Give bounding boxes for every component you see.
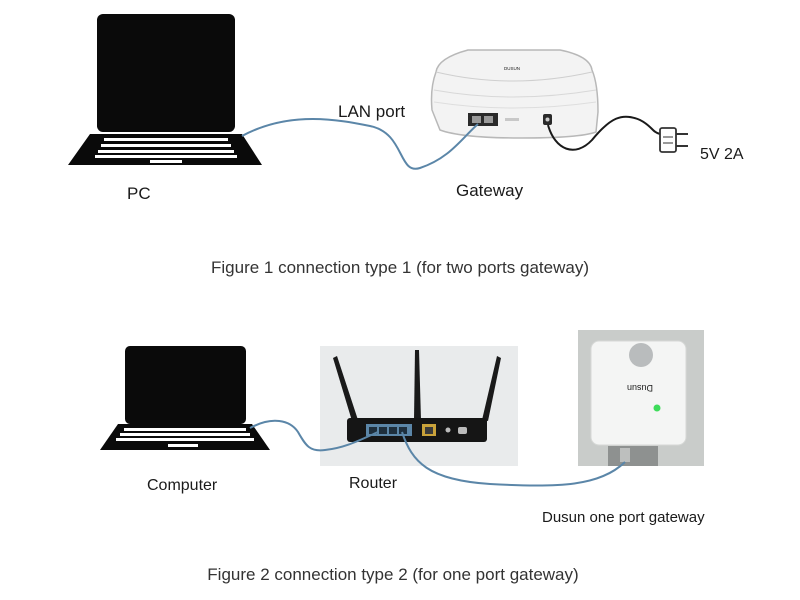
router-gateway-cable	[401, 431, 626, 487]
figure-2-caption: Figure 2 connection type 2 (for one port…	[207, 565, 578, 584]
router-antenna-right	[482, 356, 501, 421]
router-antenna-left	[333, 356, 358, 421]
power-cable	[547, 115, 661, 151]
computer-laptop-icon	[100, 346, 270, 450]
lan-cable	[241, 118, 479, 170]
power-adapter-icon	[659, 127, 688, 153]
pc-label: PC	[127, 184, 151, 203]
one-port-gateway-label: Dusun one port gateway	[542, 509, 705, 526]
router-antenna-middle	[414, 350, 421, 420]
gateway-brand-text: DUSUN	[504, 66, 520, 71]
figure-1-caption: Figure 1 connection type 1 (for two port…	[211, 258, 589, 277]
computer-router-cable	[249, 419, 379, 452]
gateway-brand-text-2: Dusun	[627, 383, 653, 393]
figure-2: Dusun Computer Router Dusun one port gat…	[100, 330, 705, 584]
gateway-device-icon: DUSUN	[430, 49, 599, 139]
gateway-button-icon	[629, 343, 653, 367]
router-label: Router	[349, 475, 398, 492]
pc-keyboard-icon	[95, 138, 237, 163]
router-device-icon	[320, 346, 518, 466]
gateway-status-led	[653, 404, 661, 412]
gateway-label: Gateway	[456, 181, 524, 200]
one-port-gateway-icon: Dusun	[578, 330, 704, 466]
pc-laptop-icon	[68, 14, 262, 165]
computer-keyboard-icon	[116, 428, 254, 447]
figure-1: DUSUN LAN port 5V 2A PC Gateway Figure 1…	[68, 14, 744, 277]
computer-label: Computer	[147, 477, 218, 494]
power-spec-label: 5V 2A	[700, 146, 744, 163]
lan-port-label: LAN port	[338, 102, 405, 121]
